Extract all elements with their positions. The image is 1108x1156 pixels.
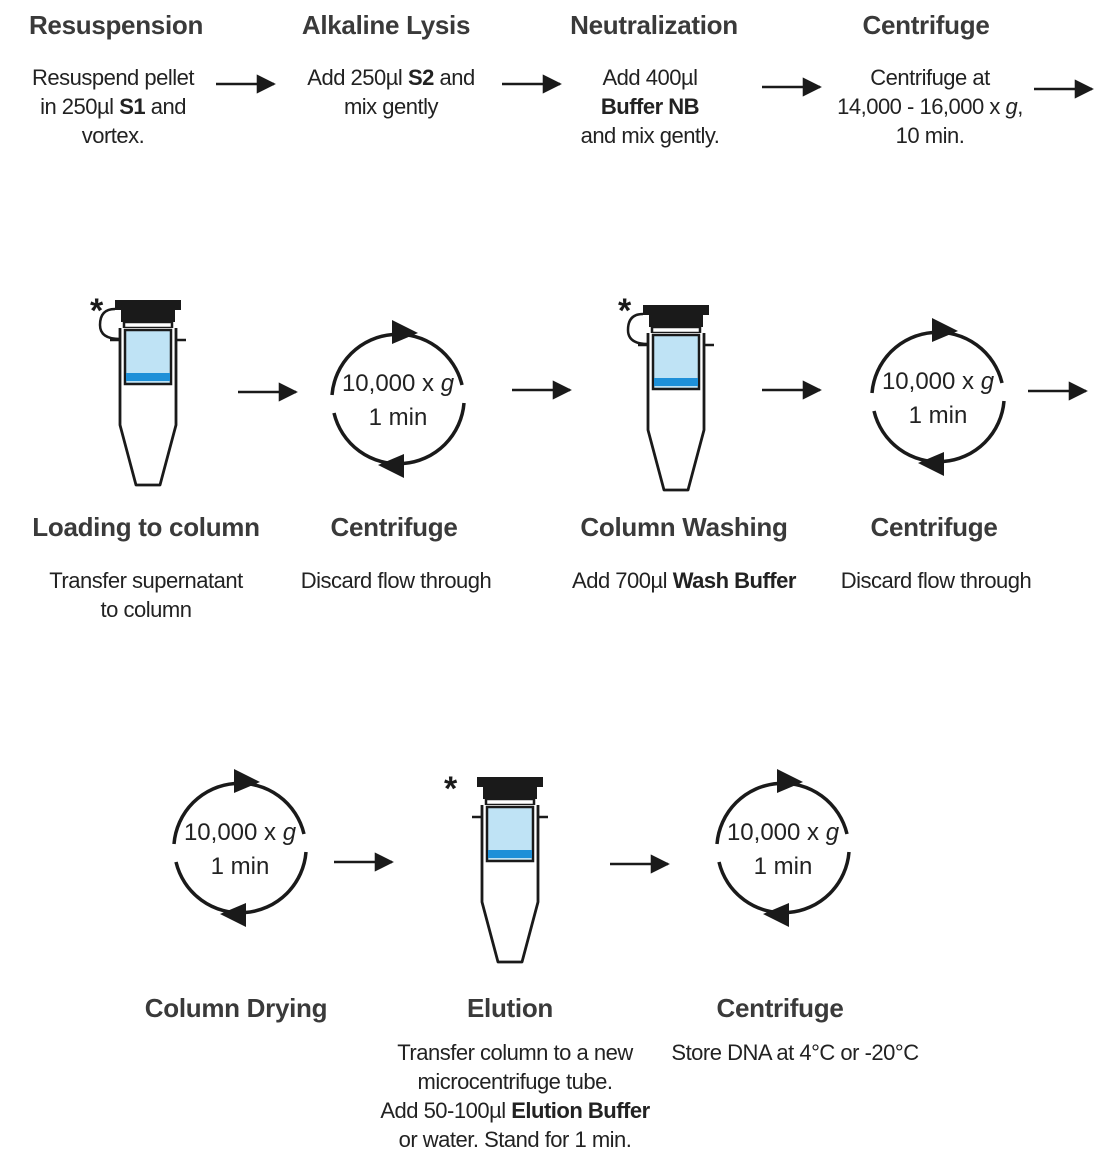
desc-line: 10 min.: [895, 123, 965, 148]
step-desc-centrifuge-3: Discard flow through: [824, 566, 1048, 595]
centrifuge-time-label: 1 min: [369, 404, 428, 431]
step-desc-centrifuge-4: Store DNA at 4°C or -20°C: [650, 1038, 940, 1067]
column-membrane: [488, 850, 532, 858]
desc-line: Resuspend pellet: [31, 65, 195, 90]
step-title-centrifuge-4: Centrifuge: [716, 993, 844, 1023]
column-membrane: [654, 378, 698, 386]
tube-cap-ring: [121, 310, 175, 322]
step-desc-elution: Transfer column to a new microcentrifuge …: [360, 1038, 670, 1154]
desc-line: Discard flow through: [300, 568, 492, 593]
desc-line: or water. Stand for 1 min.: [398, 1127, 632, 1152]
step-title-centrifuge-2: Centrifuge: [330, 512, 458, 542]
desc-line: Store DNA at 4°C or -20°C: [671, 1040, 919, 1065]
column-rim: [122, 320, 174, 330]
step-title-elution: Elution: [467, 993, 553, 1023]
desc-line: 14,000 - 16,000 x g,: [837, 94, 1023, 119]
step-title-centrifuge-1: Centrifuge: [862, 10, 990, 40]
cycle-arrowhead-icon: [378, 454, 404, 478]
cycle-arrowhead-icon: [932, 318, 958, 342]
desc-line: Buffer NB: [600, 94, 700, 119]
centrifuge-speed-label: 10,000 x g: [184, 819, 297, 846]
asterisk-mark: *: [618, 292, 632, 330]
step-title-alkaline-lysis: Alkaline Lysis: [301, 10, 471, 40]
desc-line: Add 700µl Wash Buffer: [572, 568, 796, 593]
step-desc-resuspension: Resuspend pellet in 250µl S1 and vortex.: [0, 63, 226, 150]
step-title-column-drying: Column Drying: [144, 993, 328, 1023]
centrifuge-speed-label: 10,000 x g: [882, 368, 995, 395]
cycle-arrowhead-icon: [763, 903, 789, 927]
cycle-arrowhead-icon: [777, 769, 803, 793]
spin-column-tube-icon: [98, 300, 186, 487]
centrifuge-cycle-icon: 10,000 x g 1 min: [172, 769, 308, 927]
step-title-column-washing: Column Washing: [580, 512, 788, 542]
step-title-centrifuge-3: Centrifuge: [870, 512, 998, 542]
tube-cap-ring: [649, 315, 703, 327]
centrifuge-time-label: 1 min: [211, 853, 270, 880]
desc-line: vortex.: [81, 123, 145, 148]
desc-line: Add 400µl: [602, 65, 698, 90]
desc-line: and mix gently.: [580, 123, 720, 148]
column-membrane: [126, 373, 170, 381]
centrifuge-speed-label: 10,000 x g: [342, 370, 455, 397]
column-rim: [484, 797, 536, 807]
desc-line: microcentrifuge tube.: [417, 1069, 613, 1094]
tube-cap: [477, 777, 543, 787]
centrifuge-cycle-icon: 10,000 x g 1 min: [330, 320, 466, 478]
desc-line: in 250µl S1 and: [40, 94, 186, 119]
centrifuge-speed-label: 10,000 x g: [727, 819, 840, 846]
desc-line: Discard flow through: [840, 568, 1032, 593]
cycle-arrowhead-icon: [918, 452, 944, 476]
step-desc-alkaline-lysis: Add 250µl S2 and mix gently: [280, 63, 502, 121]
tube-cap: [643, 305, 709, 315]
step-title-neutralization: Neutralization: [570, 10, 738, 40]
desc-line: mix gently: [343, 94, 439, 119]
cycle-arrowhead-icon: [392, 320, 418, 344]
spin-column-tube-icon: [626, 305, 714, 492]
step-desc-centrifuge-1: Centrifuge at 14,000 - 16,000 x g, 10 min.: [820, 63, 1040, 150]
spin-column-tube-icon: [472, 777, 548, 964]
tube-cap: [115, 300, 181, 310]
step-desc-loading-to-column: Transfer supernatant to column: [30, 566, 262, 624]
desc-line: Transfer supernatant: [49, 568, 243, 593]
desc-line: Transfer column to a new: [397, 1040, 633, 1065]
desc-line: Add 250µl S2 and: [307, 65, 475, 90]
step-title-loading-to-column: Loading to column: [32, 512, 260, 542]
centrifuge-time-label: 1 min: [909, 402, 968, 429]
desc-line: Centrifuge at: [870, 65, 990, 90]
centrifuge-cycle-icon: 10,000 x g 1 min: [715, 769, 851, 927]
step-title-resuspension: Resuspension: [28, 10, 204, 40]
desc-line: Add 50-100µl Elution Buffer: [380, 1098, 650, 1123]
step-desc-column-washing: Add 700µl Wash Buffer: [556, 566, 812, 595]
centrifuge-cycle-icon: 10,000 x g 1 min: [870, 318, 1006, 476]
centrifuge-time-label: 1 min: [754, 853, 813, 880]
asterisk-mark: *: [90, 292, 104, 330]
column-rim: [650, 325, 702, 335]
tube-cap-ring: [483, 787, 537, 799]
cycle-arrowhead-icon: [234, 769, 260, 793]
asterisk-mark: *: [444, 770, 458, 808]
cycle-arrowhead-icon: [220, 903, 246, 927]
desc-line: to column: [100, 597, 192, 622]
step-desc-centrifuge-2: Discard flow through: [284, 566, 508, 595]
